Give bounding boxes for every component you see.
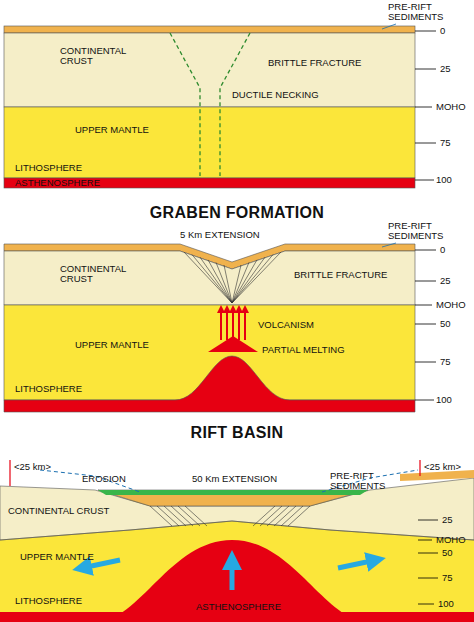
depth-tick: 100 [436,395,452,405]
dimension-label: <25 km> [424,462,461,472]
fault-line [232,260,257,303]
process-label: EROSION [82,474,126,484]
layer-label: LITHOSPHERE [15,384,82,394]
layer-label: UPPER MANTLE [75,340,149,350]
fault-line [216,262,232,303]
layer-label: UPPER MANTLE [75,125,149,135]
process-label: VOLCANISM [258,320,314,330]
depth-tick: 100 [438,599,454,609]
fault-line [200,257,232,303]
depth-tick: MOHO [436,102,466,112]
depth-tick: MOHO [436,535,466,545]
fault-line [274,506,296,526]
panel-title: RIFT BASIN [191,424,284,442]
fault-line [253,506,275,526]
fault-line [260,506,282,526]
fault-line [150,506,172,526]
layer-label: PRE-RIFT SEDIMENTS [388,221,460,242]
fault-line [185,506,207,526]
fault-line [171,506,193,526]
layer-label: CONTINENTAL CRUST [60,264,132,285]
depth-tick: 75 [440,357,451,367]
dimension-label: 5 Km EXTENSION [180,230,260,240]
fault-line [157,506,179,526]
fault-line [232,252,281,303]
layer-label: PRE-RIFT SEDIMENTS [388,2,460,23]
depth-tick: 25 [440,276,451,286]
layer-label: UPPER MANTLE [20,552,94,562]
fault-line [232,262,249,303]
depth-tick: 50 [442,548,453,558]
layer-label: LITHOSPHERE [15,163,82,173]
fault-line [281,506,303,526]
dimension-label: 50 Km EXTENSION [192,474,277,484]
fault-line [232,257,265,303]
panel-title: GRABEN FORMATION [150,204,324,222]
depth-tick: 0 [440,26,445,36]
fault-line [164,506,186,526]
fault-line [208,260,232,303]
fault-line [178,506,200,526]
layer-label: ASTHENOSPHERE [15,178,100,188]
layer-label: ASTHENOSPHERE [196,602,281,612]
depth-tick: 50 [440,319,451,329]
fault-line [267,506,289,526]
depth-tick: 25 [442,515,453,525]
depth-tick: 75 [442,573,453,583]
process-label: BRITTLE FRACTURE [268,58,361,68]
fault-line [184,252,232,303]
layer-label: CONTINENTAL CRUST [60,46,132,67]
depth-tick: 100 [436,175,452,185]
fault-line [288,506,310,526]
panel-initial [4,24,436,188]
depth-tick: MOHO [436,300,466,310]
panel-rift-basin [0,460,474,622]
depth-tick: 0 [440,245,445,255]
layer-label: CONTINENTAL CRUST [8,506,109,516]
dimension-label: <25 km> [14,462,51,472]
depth-tick: 75 [440,138,451,148]
panel-graben [4,243,436,412]
layer-label: LITHOSPHERE [15,596,82,606]
fault-line [224,265,232,303]
process-label: BRITTLE FRACTURE [294,270,387,280]
fault-line [232,265,241,303]
process-label: PARTIAL MELTING [262,345,345,355]
layer-label: PRE-RIFT SEDIMENTS [330,471,402,492]
depth-tick: 25 [440,64,451,74]
fault-line [192,255,232,303]
fault-line [232,255,273,303]
process-label: DUCTILE NECKING [232,90,319,100]
